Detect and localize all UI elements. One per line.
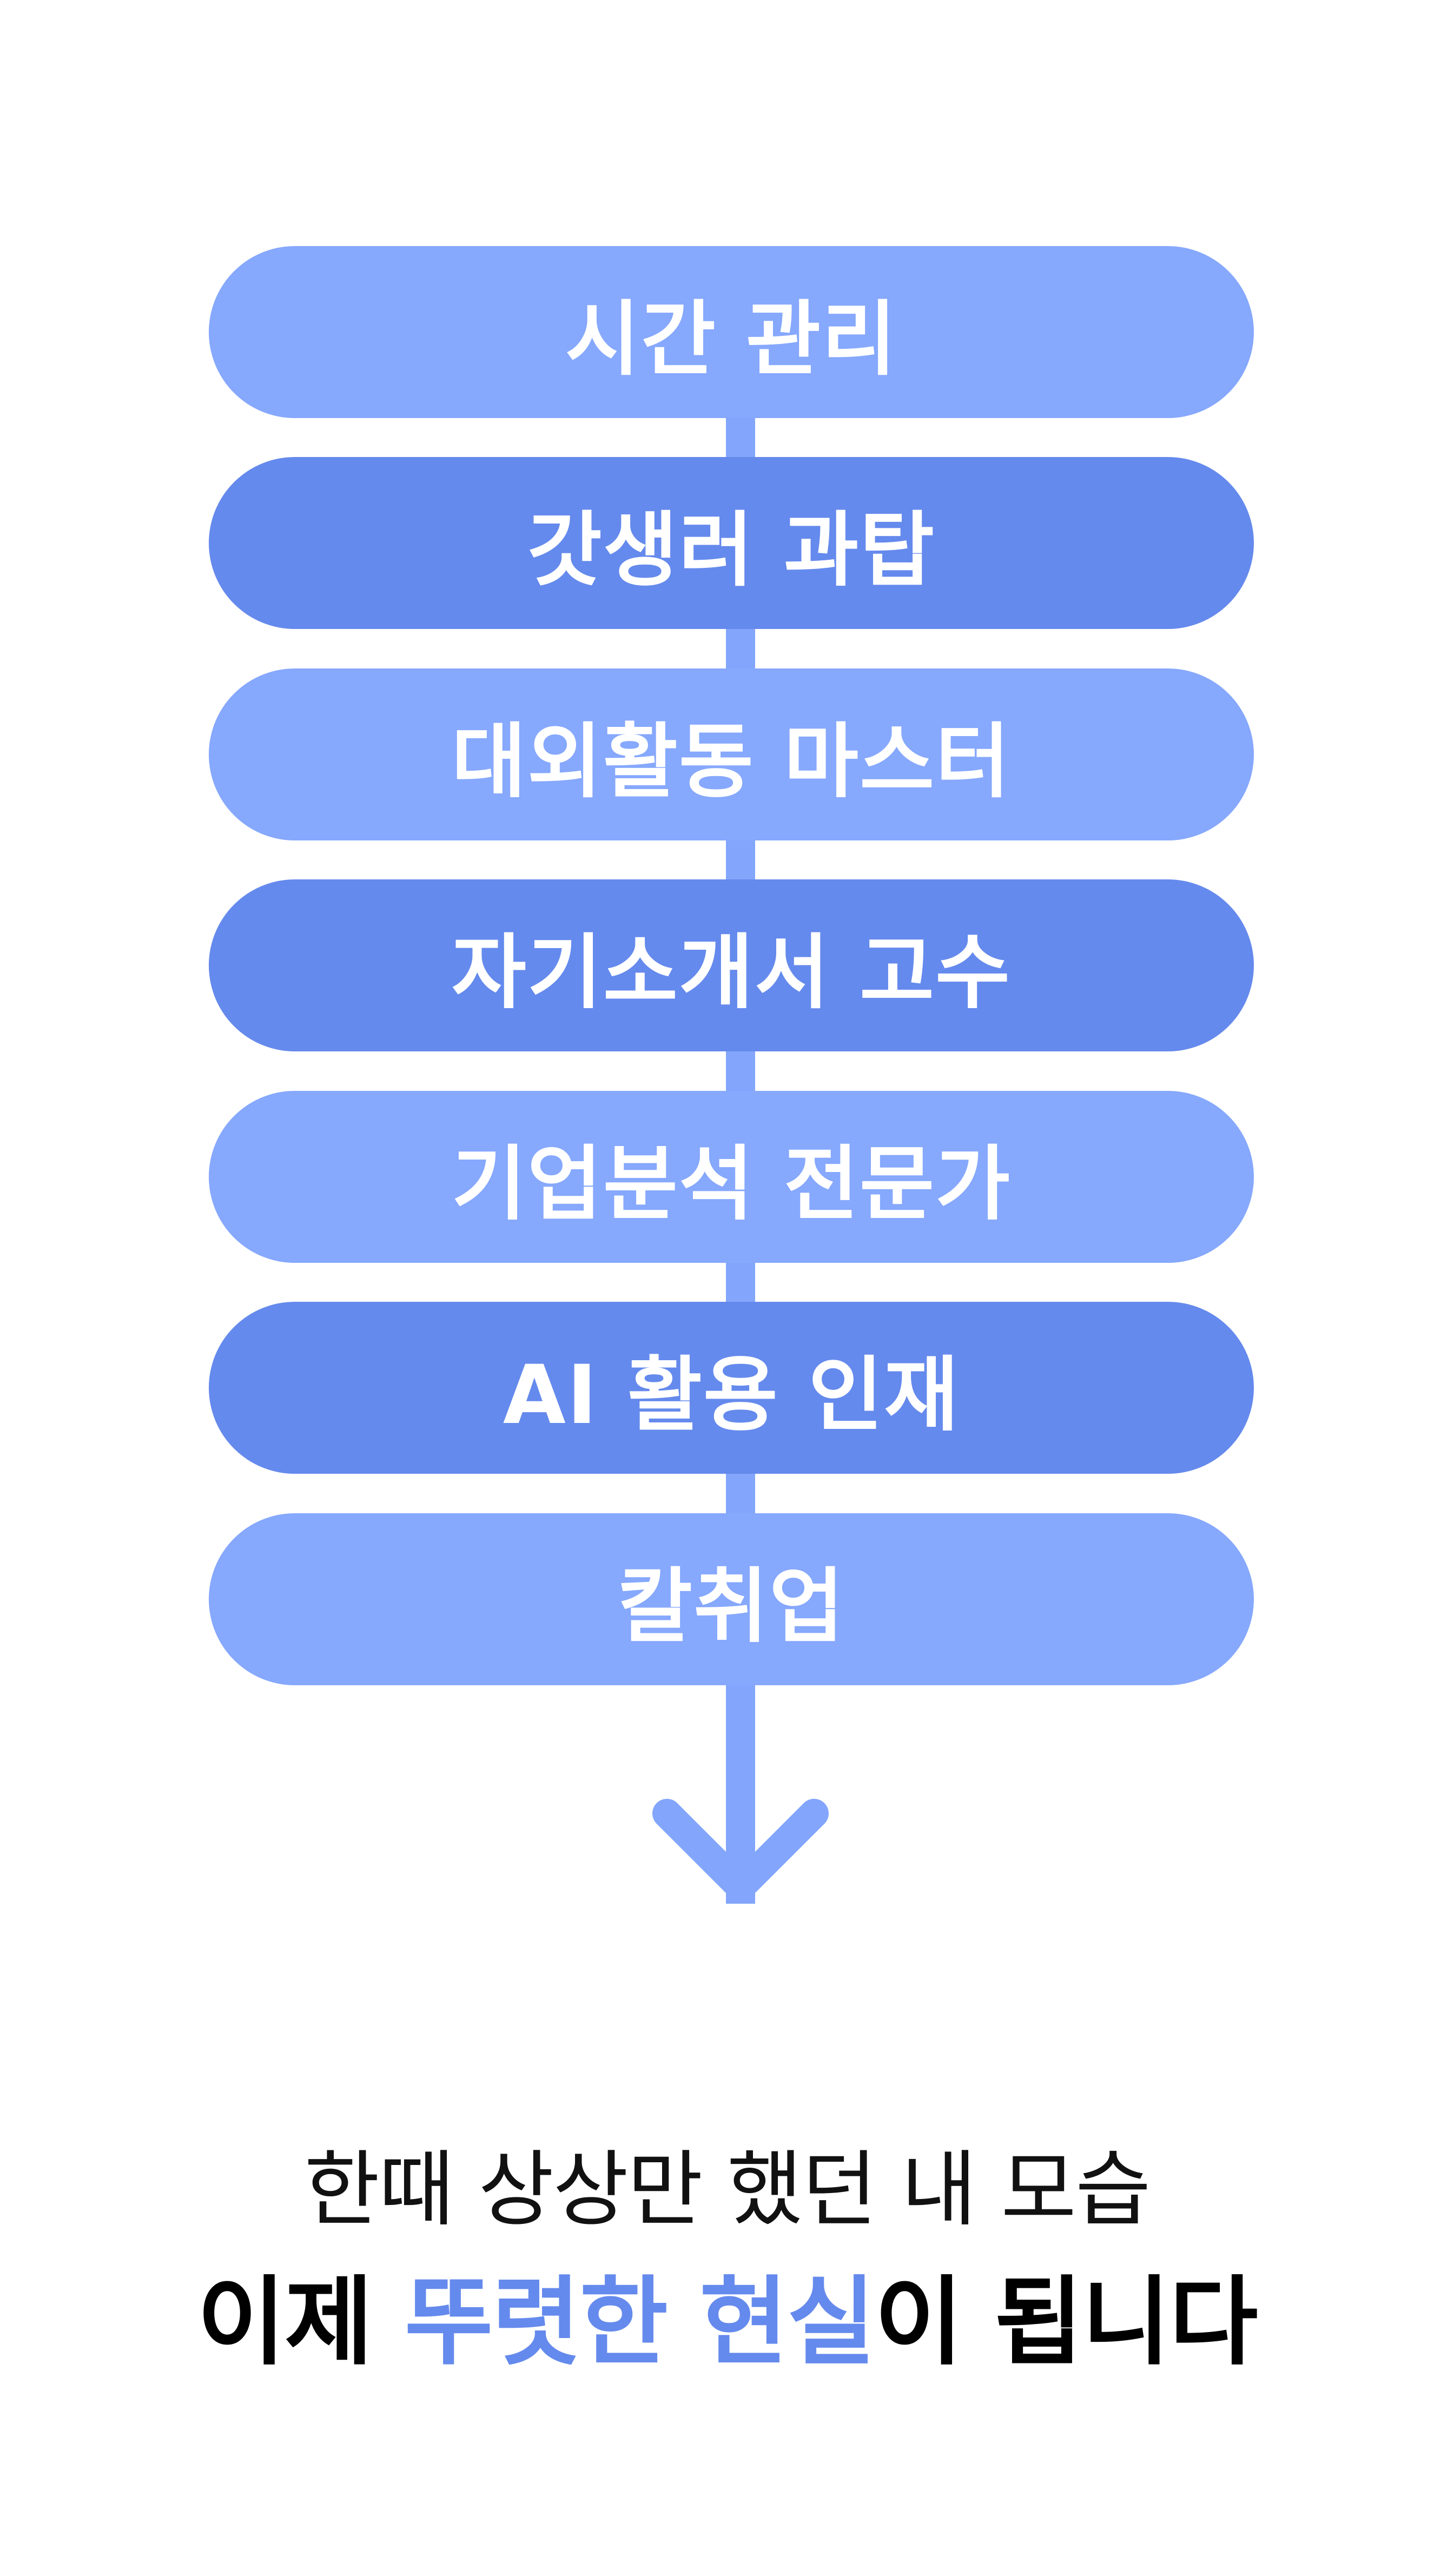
- step-label: 기업분석 전문가: [451, 1137, 1012, 1231]
- step-label: 대외활동 마스터: [451, 714, 1012, 809]
- step-ai-talent: AI 활용 인재: [209, 1302, 1254, 1474]
- step-label: 자기소개서 고수: [451, 925, 1012, 1020]
- step-activities-master: 대외활동 마스터: [209, 668, 1254, 840]
- step-label: 갓생러 과탑: [527, 503, 936, 598]
- step-cover-letter-expert: 자기소개서 고수: [209, 879, 1254, 1051]
- caption-line-1: 한때 상상만 했던 내 모습: [304, 2142, 1151, 2237]
- step-fast-employment: 칼취업: [209, 1513, 1254, 1685]
- caption-suffix: 이 됩니다: [874, 2266, 1258, 2378]
- step-company-analysis-expert: 기업분석 전문가: [209, 1091, 1254, 1263]
- arrow-down-icon: [652, 1799, 829, 1902]
- step-top-student: 갓생러 과탑: [209, 457, 1254, 629]
- caption-prefix: 이제: [197, 2266, 405, 2378]
- step-label: 칼취업: [617, 1559, 845, 1654]
- step-time-management: 시간 관리: [209, 246, 1254, 418]
- step-label: 시간 관리: [565, 292, 898, 387]
- caption-highlight: 뚜렷한 현실: [404, 2266, 876, 2378]
- caption-line-2: 이제 뚜렷한 현실이 됩니다: [0, 2244, 1454, 2383]
- step-label: AI 활용 인재: [503, 1348, 960, 1442]
